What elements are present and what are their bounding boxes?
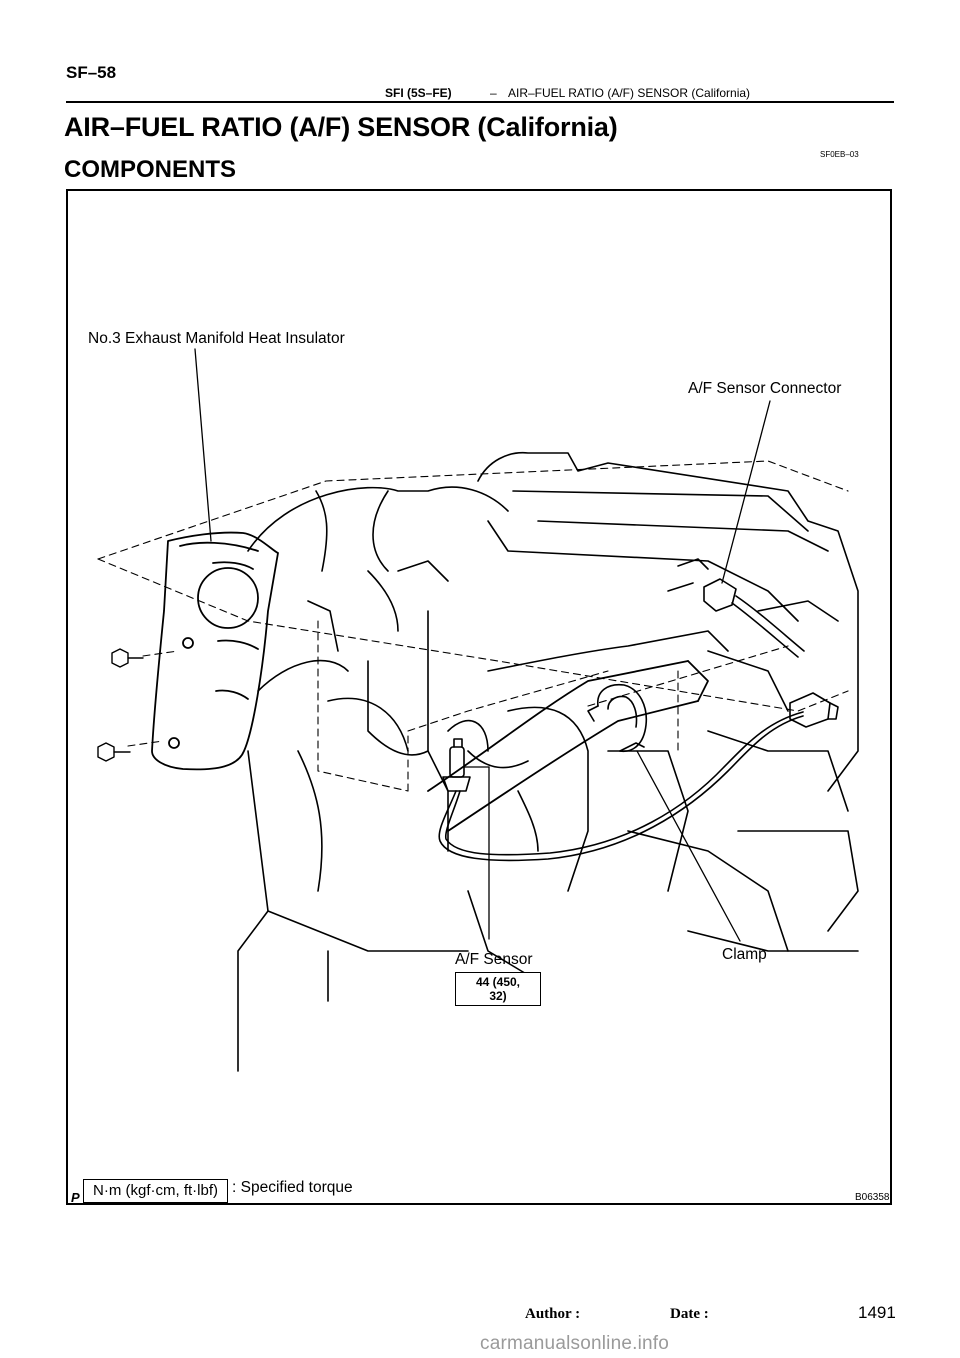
engine-block-drawing	[237, 451, 859, 1072]
p-mark: P	[71, 1190, 80, 1205]
label-af-sensor: A/F Sensor	[455, 951, 533, 968]
watermark: carmanualsonline.info	[480, 1333, 670, 1354]
label-sensor-connector: A/F Sensor Connector	[688, 380, 842, 397]
footer-page-number: 1491	[858, 1303, 896, 1322]
harness-connector-drawing	[789, 692, 839, 728]
header-rule	[66, 101, 894, 103]
label-clamp: Clamp	[722, 946, 767, 963]
page-title: AIR–FUEL RATIO (A/F) SENSOR (California)	[64, 112, 618, 142]
torque-legend-units: N·m (kgf·cm, ft·lbf)	[83, 1179, 228, 1203]
section-label: SFI (5S–FE)	[385, 86, 452, 100]
perspective-guide-lines	[97, 460, 849, 792]
heat-insulator-drawing	[151, 531, 279, 771]
label-heat-insulator: No.3 Exhaust Manifold Heat Insulator	[88, 330, 345, 347]
insulator-bolts	[97, 648, 144, 762]
figure-frame	[66, 189, 892, 1205]
figure-id: B06358	[855, 1192, 890, 1203]
footer-author-label: Author :	[525, 1306, 581, 1322]
footer-date-label: Date :	[670, 1306, 709, 1322]
af-sensor-drawing	[438, 711, 804, 862]
section-subject: AIR–FUEL RATIO (A/F) SENSOR (California)	[508, 86, 751, 100]
section-dash: –	[490, 86, 497, 100]
torque-legend-text: : Specified torque	[232, 1179, 353, 1196]
component-illustration	[97, 348, 859, 1072]
page-code: SF–58	[66, 63, 117, 82]
torque-af-sensor: 44 (450, 32)	[455, 972, 541, 1006]
callout-leader-lines	[194, 348, 771, 942]
reference-code: SF0EB–03	[820, 150, 859, 159]
clamp-drawing	[587, 683, 648, 752]
section-title: COMPONENTS	[64, 156, 237, 183]
upper-connector-drawing	[667, 558, 805, 658]
